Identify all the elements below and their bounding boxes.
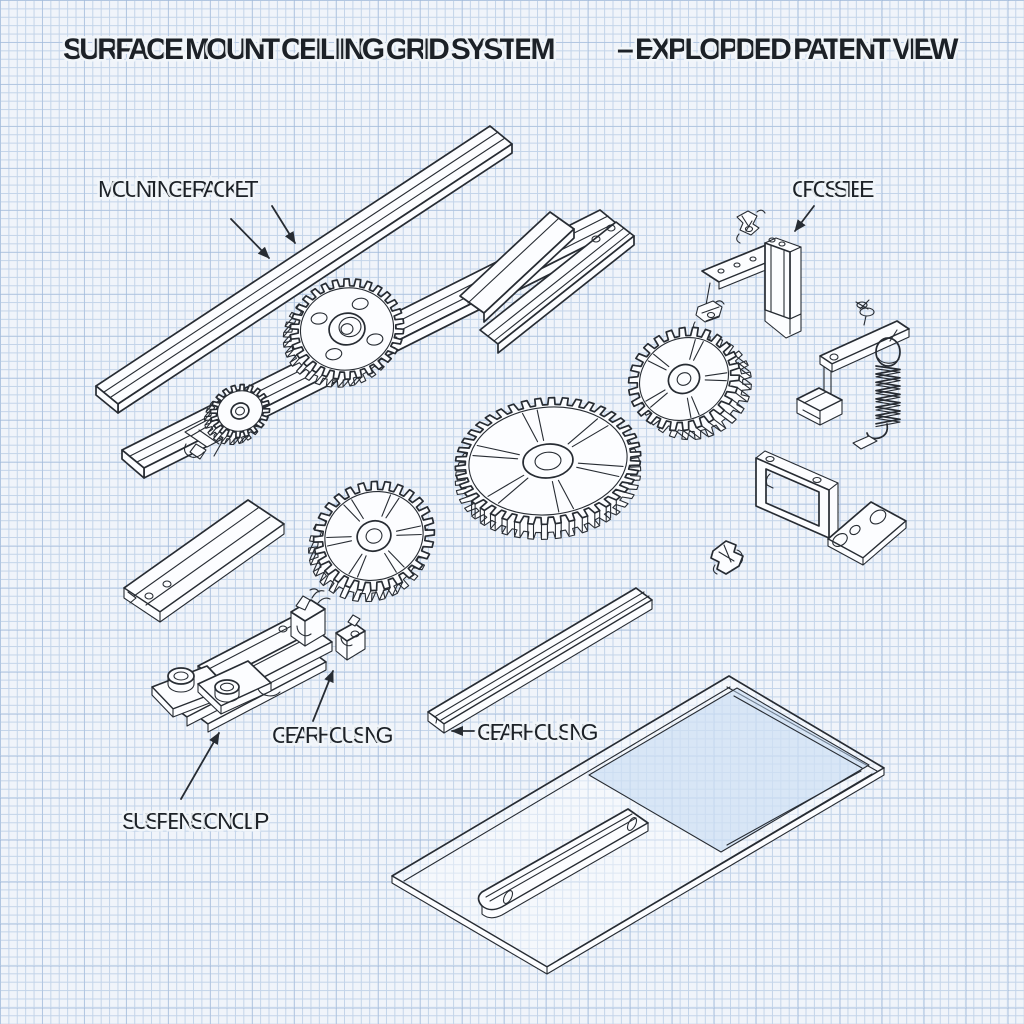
side-runner-rail	[123, 499, 285, 623]
screw-sketch	[855, 299, 875, 326]
leader-suspension-clip	[180, 732, 220, 800]
rivet	[167, 667, 195, 693]
wall-bracket	[755, 450, 907, 566]
gear-small-rail	[203, 383, 271, 446]
gear-center	[454, 396, 642, 540]
gear-left	[308, 480, 436, 603]
coil-spring	[875, 365, 901, 428]
label-mounting-bracket: MOUNTING BRACKET	[98, 176, 258, 202]
short-rail-lower	[479, 221, 635, 354]
label-gear-housing-a: GEAR HOUSING	[272, 722, 393, 748]
label-suspension-clip: SUSPENSION CLIP	[122, 808, 269, 834]
annotations: SURFACE MOUNT CEILIING GRID SYSTEM – EXP…	[61, 31, 963, 837]
end-clamp	[335, 614, 366, 661]
leader-gear-housing-a	[312, 670, 334, 722]
gear-set	[203, 277, 752, 603]
end-clamp	[290, 588, 331, 647]
label-cross-tee: CROSS TEE	[792, 176, 874, 202]
drawing-subtitle: – EXPLOPDED PATENT VIEW	[617, 33, 959, 66]
panel-recess	[588, 687, 870, 853]
gear-large-rail	[282, 277, 405, 388]
spring-top-loop	[875, 337, 901, 367]
leader-cross-tee	[794, 205, 815, 232]
retainer-clip	[710, 540, 744, 575]
drawing-title: SURFACE MOUNT CEILIING GRID SYSTEM	[63, 33, 555, 66]
rivet	[214, 679, 240, 703]
short-rail-upper	[459, 211, 575, 323]
mounting-rail-top	[95, 125, 513, 414]
leader-mounting-bracket-2	[271, 205, 296, 244]
spring-hanger	[796, 299, 910, 450]
leader-mounting-bracket-1	[230, 218, 270, 259]
suspension-clip-assembly	[151, 588, 366, 733]
panel-channel-block	[477, 808, 649, 919]
gear-right	[627, 326, 752, 441]
label-gear-housing-b: GEAR HOUSING	[477, 719, 598, 745]
gear-housing-rail	[427, 587, 653, 734]
cross-tee-assembly	[693, 209, 802, 339]
